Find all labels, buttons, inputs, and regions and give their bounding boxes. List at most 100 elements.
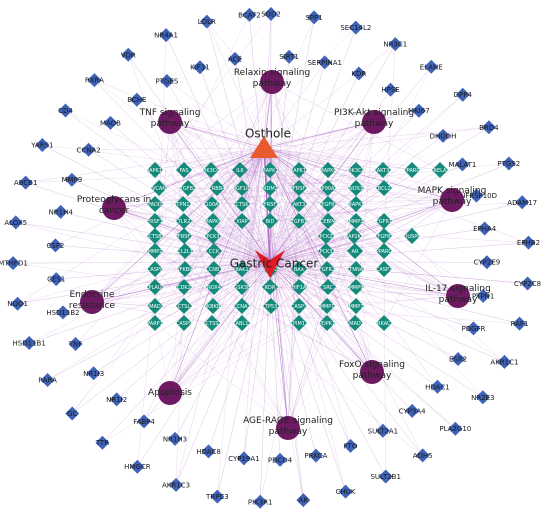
edge xyxy=(91,235,156,303)
edge xyxy=(174,261,271,440)
target-node: BID xyxy=(262,213,278,229)
gene-diamond xyxy=(520,276,535,291)
target-node: PTPN11 xyxy=(173,196,193,212)
gene-diamond xyxy=(497,354,512,369)
target-diamond xyxy=(176,213,192,229)
gene-label: BCHE xyxy=(127,96,146,104)
target-label: MAPK9 xyxy=(204,219,221,225)
gene-node: DHODH xyxy=(430,128,456,143)
edge xyxy=(91,220,271,303)
gene-node: SEC14L2 xyxy=(340,20,371,35)
target-label: TNFRSF10B xyxy=(140,219,171,225)
gene-label: MAOB xyxy=(100,119,121,127)
edge xyxy=(169,187,271,394)
gene-diamond xyxy=(338,484,353,499)
target-label: EGFR xyxy=(321,202,335,208)
gene-node: RAF1 xyxy=(511,316,528,331)
gene-diamond xyxy=(405,403,420,418)
gene-diamond xyxy=(48,238,63,253)
gene-label: NR4A1 xyxy=(154,32,178,40)
target-label: CASP7 xyxy=(376,267,392,273)
edge xyxy=(183,261,271,324)
target-diamond xyxy=(318,228,334,244)
gene-label: EPHA4 xyxy=(473,225,497,233)
target-diamond xyxy=(262,180,278,196)
gene-label: AKR1C3 xyxy=(162,481,190,489)
edge xyxy=(25,147,265,183)
target-node: MMP3 xyxy=(348,213,364,229)
edge xyxy=(241,187,373,373)
gene-label: FABP4 xyxy=(133,418,155,426)
gene-label: ABCB1 xyxy=(14,179,38,187)
gene-node: TNF xyxy=(68,337,83,352)
target-node: HIF1A xyxy=(291,279,307,295)
target-node: TNFRSF10B xyxy=(140,213,171,229)
target-diamond xyxy=(291,261,307,277)
edge xyxy=(169,121,328,270)
gene-label: PTGES xyxy=(156,77,179,85)
gene-node: LDLR xyxy=(198,14,216,29)
target-label: PLAU xyxy=(149,285,162,291)
gene-diamond xyxy=(415,448,430,463)
target-node: MAPK10 xyxy=(145,162,165,178)
target-diamond xyxy=(348,196,364,212)
pathway-circle xyxy=(158,381,182,405)
target-label: SMAD3 xyxy=(346,321,364,327)
edge xyxy=(154,199,453,307)
gene-node: MKI67 xyxy=(408,103,430,118)
disease-arrowhead xyxy=(255,250,285,278)
target-label: PCK2 xyxy=(320,234,333,240)
edge xyxy=(216,187,459,297)
target-diamond xyxy=(204,196,220,212)
gene-label: CD4 xyxy=(58,107,73,115)
edge xyxy=(184,121,375,270)
edge xyxy=(216,81,273,189)
gene-label: CCNA2 xyxy=(76,146,100,154)
edge xyxy=(169,203,329,394)
target-label: RELA xyxy=(434,168,448,174)
target-label: PTPN11 xyxy=(173,202,192,208)
target-label: BID xyxy=(266,219,275,225)
target-label: NFKBIA xyxy=(176,267,195,273)
gene-node: NR4A1 xyxy=(154,28,178,43)
gene-node: SULT2A1 xyxy=(368,423,398,438)
edge xyxy=(169,250,215,394)
edge xyxy=(60,211,271,263)
edge xyxy=(212,220,456,429)
gene-diamond xyxy=(18,175,33,190)
target-label: CCNB1 xyxy=(205,267,222,273)
gene-node: HDAC8 xyxy=(196,444,221,459)
target-label: CTSS xyxy=(206,321,219,327)
pathway-node: Apoptosis xyxy=(148,381,192,405)
edge xyxy=(175,261,271,485)
gene-label: SEC14L2 xyxy=(340,24,371,32)
target-diamond xyxy=(263,298,279,314)
target-diamond xyxy=(234,315,250,331)
gene-node: NR1I2 xyxy=(106,392,127,407)
gene-label: HDAC8 xyxy=(196,448,221,456)
target-diamond xyxy=(234,261,250,277)
edge xyxy=(206,21,329,171)
edge xyxy=(158,187,373,373)
gene-label: PIK3R1 xyxy=(248,498,273,506)
target-diamond xyxy=(206,279,222,295)
target-label: ABL1 xyxy=(236,321,249,327)
edge xyxy=(184,147,265,252)
edge xyxy=(287,268,385,429)
edge xyxy=(91,301,213,324)
gene-diamond xyxy=(475,390,490,405)
target-label: CDK2 xyxy=(177,285,191,291)
edge xyxy=(269,242,529,263)
edge xyxy=(113,207,185,307)
gene-node: FTO xyxy=(343,438,358,453)
target-diamond xyxy=(147,196,163,212)
gene-node: CSF2 xyxy=(47,238,64,253)
gene-label: TNFRSF10D xyxy=(455,192,497,200)
target-node: XIAP xyxy=(234,213,250,229)
target-diamond xyxy=(147,243,163,259)
target-node: NOS3 xyxy=(348,180,364,196)
target-label: MAPK10 xyxy=(145,168,165,174)
edge xyxy=(269,261,351,446)
